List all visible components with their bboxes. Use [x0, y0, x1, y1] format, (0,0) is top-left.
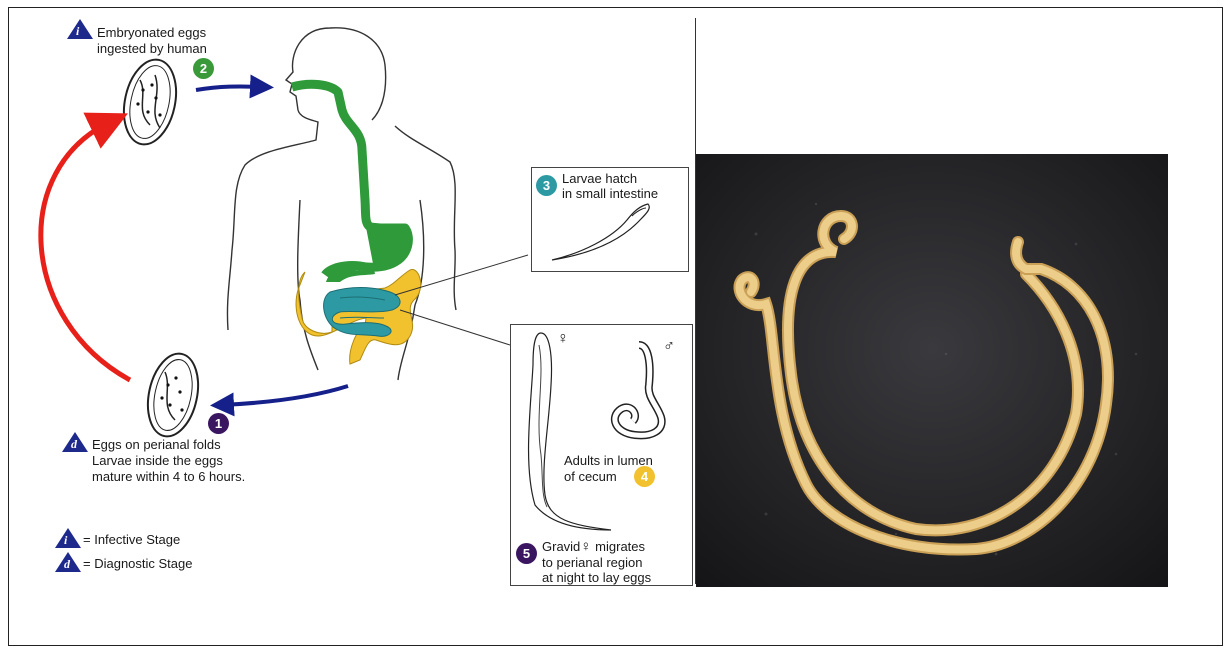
label-eggs-on-perianal-folds: Eggs on perianal folds [92, 437, 221, 453]
female-symbol: ♀ [557, 331, 569, 347]
photo-background [696, 154, 1168, 587]
label-ingested-by-human: ingested by human [97, 41, 207, 57]
embryonated-egg-top [117, 55, 184, 150]
blue-arrow-to-egg [222, 386, 348, 405]
label-mature-within: mature within 4 to 6 hours. [92, 469, 245, 485]
diagnostic-badge-icon: d [62, 432, 88, 452]
legend-infective-text: = Infective Stage [83, 532, 180, 548]
step-number-5: 5 [516, 543, 537, 564]
male-symbol: ♂ [663, 339, 675, 355]
blue-arrow-ingestion [196, 86, 262, 90]
egg-perianal [141, 349, 205, 441]
label-larvae-inside-eggs: Larvae inside the eggs [92, 453, 223, 469]
larvae-hatch-box: 3 Larvae hatch in small intestine [531, 167, 689, 272]
male-worm [615, 345, 662, 435]
infective-badge-icon: i [67, 19, 93, 39]
red-cycle-arrow [41, 122, 130, 380]
label-to-perianal-region: to perianal region [542, 555, 642, 571]
legend-diagnostic-icon: d [55, 552, 81, 572]
larva-illustration [532, 168, 688, 271]
label-of-cecum: of cecum [564, 469, 617, 485]
label-embryonated-eggs: Embryonated eggs [97, 25, 206, 41]
worm-photo-drawing [696, 154, 1168, 587]
step-number-1: 1 [208, 413, 229, 434]
stomach [326, 222, 412, 282]
legend-infective-icon: i [55, 528, 81, 548]
label-at-night: at night to lay eggs [542, 570, 651, 586]
step-number-2: 2 [193, 58, 214, 79]
adults-box: ♀ ♂ Adults in lumen of cecum 4 5 Gravid♀… [510, 324, 693, 586]
label-gravid-migrates: Gravid♀ migrates [542, 539, 645, 555]
step-number-4: 4 [634, 466, 655, 487]
legend-diagnostic-text: = Diagnostic Stage [83, 556, 192, 572]
worm-photo [696, 154, 1168, 587]
